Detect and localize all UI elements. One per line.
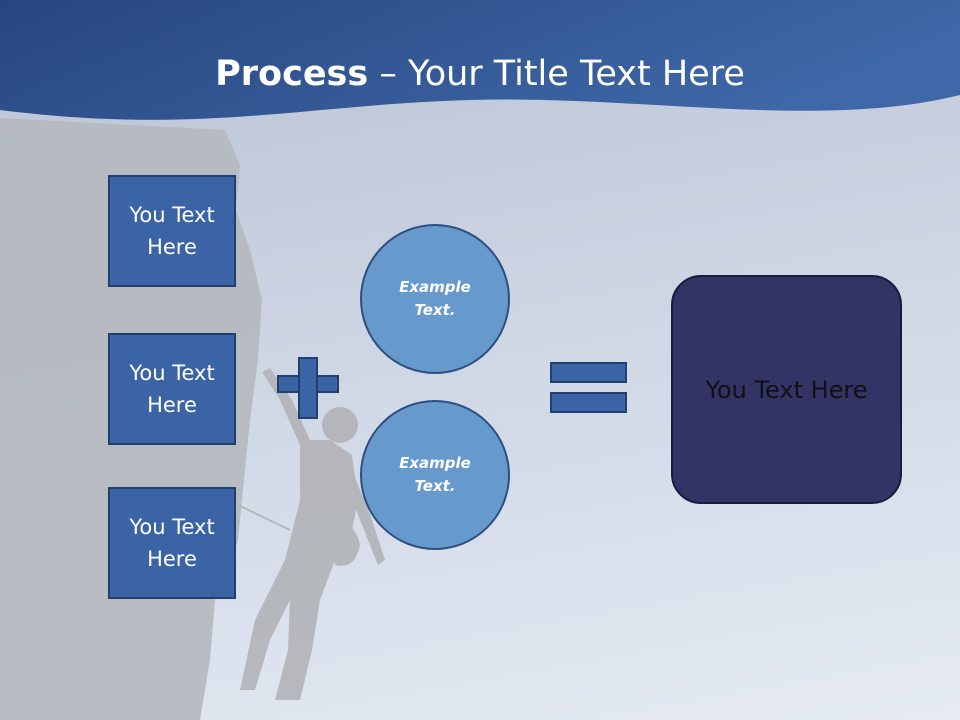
slide-title: Process – Your Title Text Here (0, 52, 960, 96)
title-rest: – Your Title Text Here (368, 54, 745, 94)
input-box-3[interactable]: You Text Here (108, 487, 236, 599)
input-box-1[interactable]: You Text Here (108, 175, 236, 287)
example-circle-1-label: Example Text. (399, 278, 471, 319)
example-circle-1[interactable]: Example Text. (360, 224, 510, 374)
title-bold: Process (215, 54, 369, 94)
example-circle-2[interactable]: Example Text. (360, 400, 510, 550)
example-circle-2-label: Example Text. (399, 454, 471, 495)
title-banner (0, 0, 960, 120)
result-box[interactable]: You Text Here (671, 275, 902, 504)
input-box-2[interactable]: You Text Here (108, 333, 236, 445)
climber-silhouette (237, 368, 385, 700)
